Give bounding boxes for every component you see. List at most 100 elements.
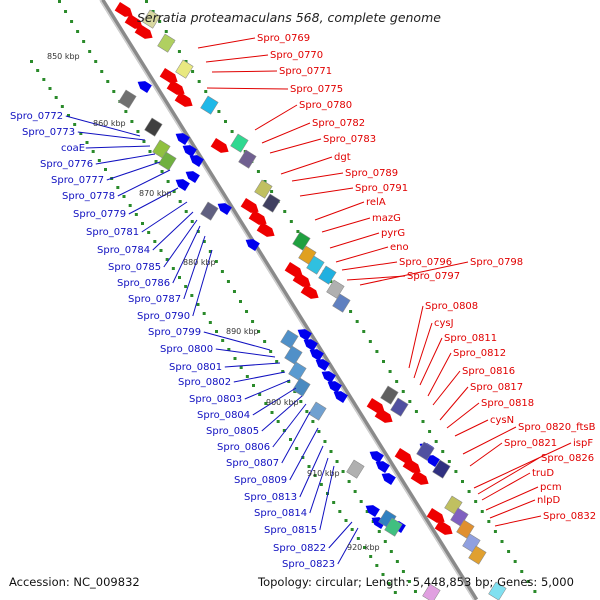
gene-label-spro-0771[interactable]: Spro_0771: [279, 66, 332, 77]
gene-label-pcm[interactable]: pcm: [540, 482, 562, 493]
gene-label-spro-0806[interactable]: Spro_0806: [217, 442, 270, 453]
gene-label-nlpd[interactable]: nlpD: [537, 495, 560, 506]
gene-label-spro-0787[interactable]: Spro_0787: [128, 294, 181, 305]
red-gene-arrow: [166, 80, 185, 95]
gene-annotation-box: [200, 201, 219, 221]
gene-label-spro-0800[interactable]: Spro_0800: [160, 344, 213, 355]
gene-annotation-box: [280, 329, 299, 349]
tick-dot: [122, 195, 126, 198]
gene-label-spro-0772[interactable]: Spro_0772: [10, 111, 63, 122]
gene-label-spro-0773[interactable]: Spro_0773: [22, 127, 75, 138]
gene-label-spro-0789[interactable]: Spro_0789: [345, 168, 398, 179]
blue-gene-arrow: [321, 371, 336, 384]
leader-line: [163, 219, 198, 268]
gene-label-eno[interactable]: eno: [390, 242, 409, 253]
gene-label-spro-0803[interactable]: Spro_0803: [189, 394, 242, 405]
tick-dot: [60, 105, 64, 108]
gene-label-spro-0805[interactable]: Spro_0805: [206, 426, 259, 437]
tick-dot: [421, 420, 425, 423]
gene-label-spro-0812[interactable]: Spro_0812: [453, 348, 506, 359]
gene-label-spro-0791[interactable]: Spro_0791: [355, 183, 408, 194]
gene-label-spro-0784[interactable]: Spro_0784: [97, 245, 150, 256]
tick-dot: [106, 80, 110, 83]
tick-dot: [335, 460, 339, 463]
gene-label-spro-0796[interactable]: Spro_0796: [399, 257, 452, 268]
tick-dot: [375, 564, 379, 567]
tick-dot: [281, 370, 285, 373]
tick-dot: [382, 360, 385, 363]
gene-label-spro-0785[interactable]: Spro_0785: [108, 262, 161, 273]
gene-label-spro-0811[interactable]: Spro_0811: [444, 333, 497, 344]
tick-dot: [220, 270, 224, 273]
gene-label-spro-0799[interactable]: Spro_0799: [148, 327, 201, 338]
gene-label-cysn[interactable]: cysN: [490, 415, 514, 426]
red-gene-arrow: [426, 508, 445, 523]
tick-dot: [353, 490, 357, 493]
gene-label-spro-0808[interactable]: Spro_0808: [425, 301, 478, 312]
gene-label-spro-0775[interactable]: Spro_0775: [290, 84, 343, 95]
gene-label-pyrg[interactable]: pyrG: [381, 228, 405, 239]
blue-gene-arrow: [297, 329, 312, 342]
gene-label-spro-0804[interactable]: Spro_0804: [197, 410, 250, 421]
tick-dot: [136, 130, 140, 133]
tick-dot: [393, 591, 397, 594]
gene-label-spro-0777[interactable]: Spro_0777: [51, 175, 104, 186]
gene-label-spro-0778[interactable]: Spro_0778: [62, 191, 115, 202]
leader-line: [261, 395, 303, 432]
gene-label-spro-0823[interactable]: Spro_0823: [282, 559, 335, 570]
kbp-label-870-kbp: 870 kbp: [139, 189, 172, 198]
gene-label-spro-0770[interactable]: Spro_0770: [270, 50, 323, 61]
gene-annotation-box: [308, 401, 327, 421]
gene-label-spro-0813[interactable]: Spro_0813: [244, 492, 297, 503]
red-gene-arrow: [374, 408, 393, 423]
gene-label-spro-0776[interactable]: Spro_0776: [40, 159, 93, 170]
red-gene-arrow: [159, 68, 178, 83]
gene-label-spro-0797[interactable]: Spro_0797: [407, 271, 460, 282]
gene-label-spro-0802[interactable]: Spro_0802: [178, 377, 231, 388]
tick-dot: [329, 280, 333, 283]
gene-label-spro-0822[interactable]: Spro_0822: [273, 543, 326, 554]
gene-label-spro-0820-ftsb[interactable]: Spro_0820_ftsB: [518, 422, 596, 433]
gene-label-spro-0798[interactable]: Spro_0798: [470, 257, 523, 268]
gene-label-spro-0807[interactable]: Spro_0807: [226, 458, 279, 469]
tick-dot: [178, 276, 181, 279]
gene-label-ispf[interactable]: ispF: [573, 438, 593, 449]
gene-label-spro-0821[interactable]: Spro_0821: [504, 438, 557, 449]
gene-label-spro-0816[interactable]: Spro_0816: [462, 366, 515, 377]
gene-label-dgt[interactable]: dgt: [334, 152, 351, 163]
gene-label-spro-0815[interactable]: Spro_0815: [264, 525, 317, 536]
gene-label-spro-0782[interactable]: Spro_0782: [312, 118, 365, 129]
gene-label-spro-0818[interactable]: Spro_0818: [481, 398, 534, 409]
gene-label-spro-0801[interactable]: Spro_0801: [169, 362, 222, 373]
gene-label-spro-0779[interactable]: Spro_0779: [73, 209, 126, 220]
gene-label-spro-0809[interactable]: Spro_0809: [234, 475, 287, 486]
blue-gene-arrow: [245, 239, 260, 252]
label-leader-lines: [65, 37, 572, 565]
tick-dot: [283, 210, 287, 213]
gene-label-spro-0814[interactable]: Spro_0814: [254, 508, 307, 519]
gene-label-spro-0783[interactable]: Spro_0783: [323, 134, 376, 145]
gene-label-mazg[interactable]: mazG: [372, 213, 401, 224]
tick-dot: [153, 240, 157, 243]
gene-label-spro-0817[interactable]: Spro_0817: [470, 382, 523, 393]
kbp-label-850-kbp: 850 kbp: [47, 52, 80, 61]
gene-label-spro-0786[interactable]: Spro_0786: [117, 278, 170, 289]
gene-label-cysj[interactable]: cysJ: [434, 318, 454, 329]
leader-line: [172, 225, 201, 284]
gene-label-trud[interactable]: truD: [532, 468, 554, 479]
gene-label-spro-0826[interactable]: Spro_0826: [541, 453, 594, 464]
tick-dot: [88, 50, 92, 53]
gene-label-spro-0780[interactable]: Spro_0780: [299, 100, 352, 111]
gene-label-spro-0769[interactable]: Spro_0769: [257, 33, 310, 44]
tick-dot: [158, 20, 162, 23]
leader-line: [206, 87, 289, 90]
leader-line: [454, 419, 489, 437]
tick-dot: [184, 210, 188, 213]
gene-label-rela[interactable]: relA: [366, 197, 386, 208]
gene-label-coae[interactable]: coaE: [61, 143, 85, 154]
gene-label-spro-0832[interactable]: Spro_0832: [543, 511, 596, 522]
gene-label-spro-0781[interactable]: Spro_0781: [86, 227, 139, 238]
gene-label-spro-0790[interactable]: Spro_0790: [137, 311, 190, 322]
leader-line: [329, 232, 380, 249]
